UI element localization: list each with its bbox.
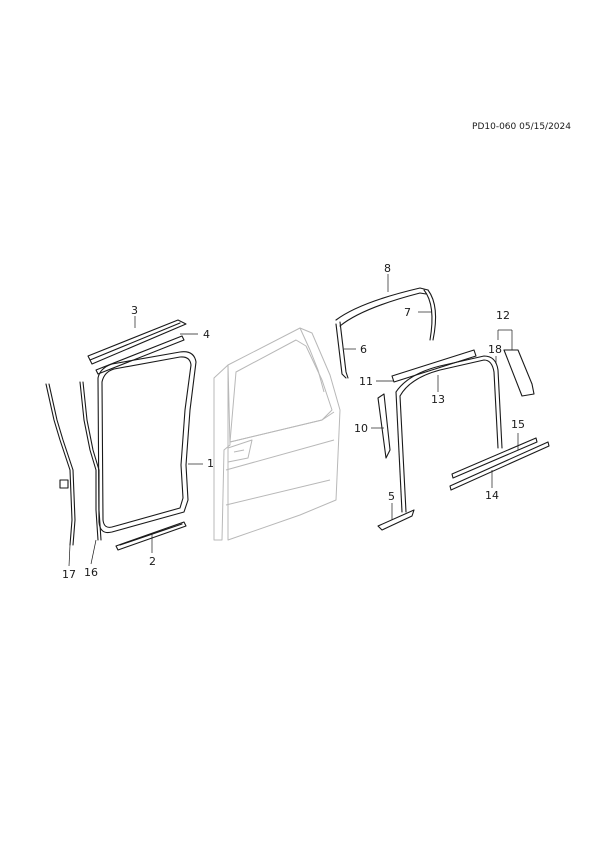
part-4-strip	[95, 335, 185, 375]
part-5-trim	[377, 509, 415, 531]
callout-17: 17	[62, 568, 76, 581]
part-7-curve	[423, 289, 437, 341]
part-15-inner-belt	[451, 437, 538, 479]
callouts: 1 2 3 4 5 6 7 8 10 11 12 13 14 15 16 17 …	[62, 262, 525, 581]
part-14-belt-moulding	[449, 441, 550, 491]
callout-5: 5	[388, 490, 395, 503]
callout-12: 12	[496, 309, 510, 322]
callout-3: 3	[131, 304, 138, 317]
callout-14: 14	[485, 489, 499, 502]
document-code: PD10-060 05/15/2024	[472, 122, 571, 132]
callout-6: 6	[360, 343, 367, 356]
part-2-lower-seal	[115, 521, 187, 551]
callout-11: 11	[359, 375, 373, 388]
part-16-vertical-seal	[79, 381, 102, 541]
callout-2: 2	[149, 555, 156, 568]
part-1-door-weatherstrip	[97, 351, 197, 534]
callout-15: 15	[511, 418, 525, 431]
part-12-corner-piece	[503, 349, 535, 397]
part-11-belt	[391, 349, 477, 383]
callout-13: 13	[431, 393, 445, 406]
callout-8: 8	[384, 262, 391, 275]
callout-10: 10	[354, 422, 368, 435]
callout-7: 7	[404, 306, 411, 319]
door-shell	[213, 327, 341, 541]
part-17-pillar-seal	[45, 383, 76, 546]
leader-lines	[68, 274, 519, 567]
callout-1: 1	[207, 457, 214, 470]
part-10-applique	[377, 393, 391, 459]
part-8-frame-moulding	[335, 287, 429, 327]
callout-16: 16	[84, 566, 98, 579]
part-6-channel	[335, 321, 349, 379]
part-13-channel-run	[395, 355, 503, 513]
callout-4: 4	[203, 328, 210, 341]
callout-18: 18	[488, 343, 502, 356]
part-3-upper-seal	[87, 319, 187, 365]
